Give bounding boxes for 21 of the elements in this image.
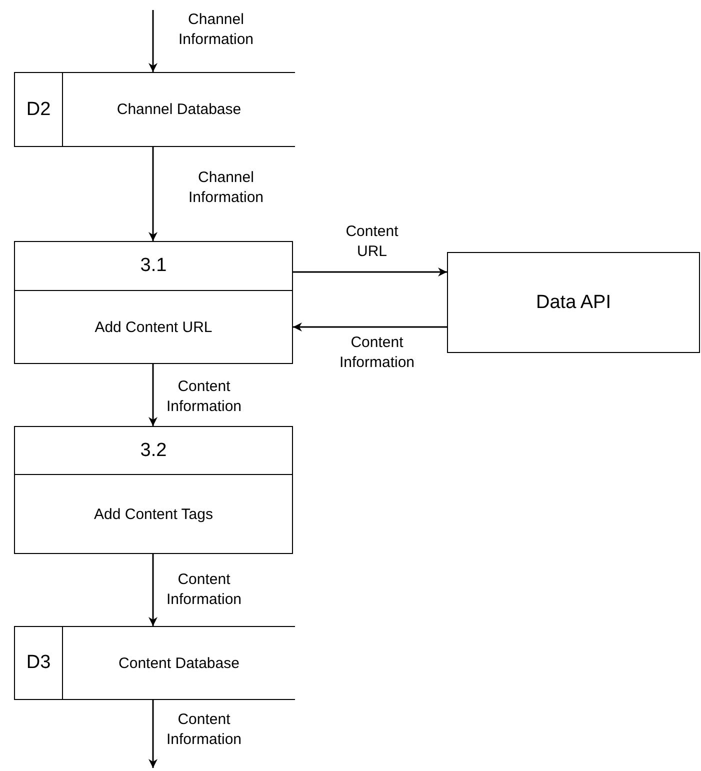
process-box	[14, 241, 293, 364]
arrow	[148, 700, 158, 768]
process-box	[14, 426, 293, 554]
store-name: Channel Database	[116, 101, 242, 118]
external-entity	[447, 252, 700, 353]
process-number: 3.2	[140, 440, 167, 462]
arrow	[293, 322, 447, 332]
store-name: Content Database	[118, 654, 240, 672]
entity-name: Data API	[536, 292, 611, 314]
arrow	[148, 147, 158, 241]
arrow	[293, 268, 447, 276]
data-store	[14, 72, 295, 147]
data-store	[14, 626, 295, 700]
process-name: Add Content URL	[94, 318, 212, 336]
store-id: D3	[26, 652, 51, 674]
store-id: D2	[26, 98, 51, 120]
process-number: 3.1	[140, 255, 167, 277]
process-name: Add Content Tags	[94, 506, 213, 522]
arrow	[148, 364, 158, 426]
arrow	[148, 10, 158, 72]
arrow	[148, 554, 158, 626]
